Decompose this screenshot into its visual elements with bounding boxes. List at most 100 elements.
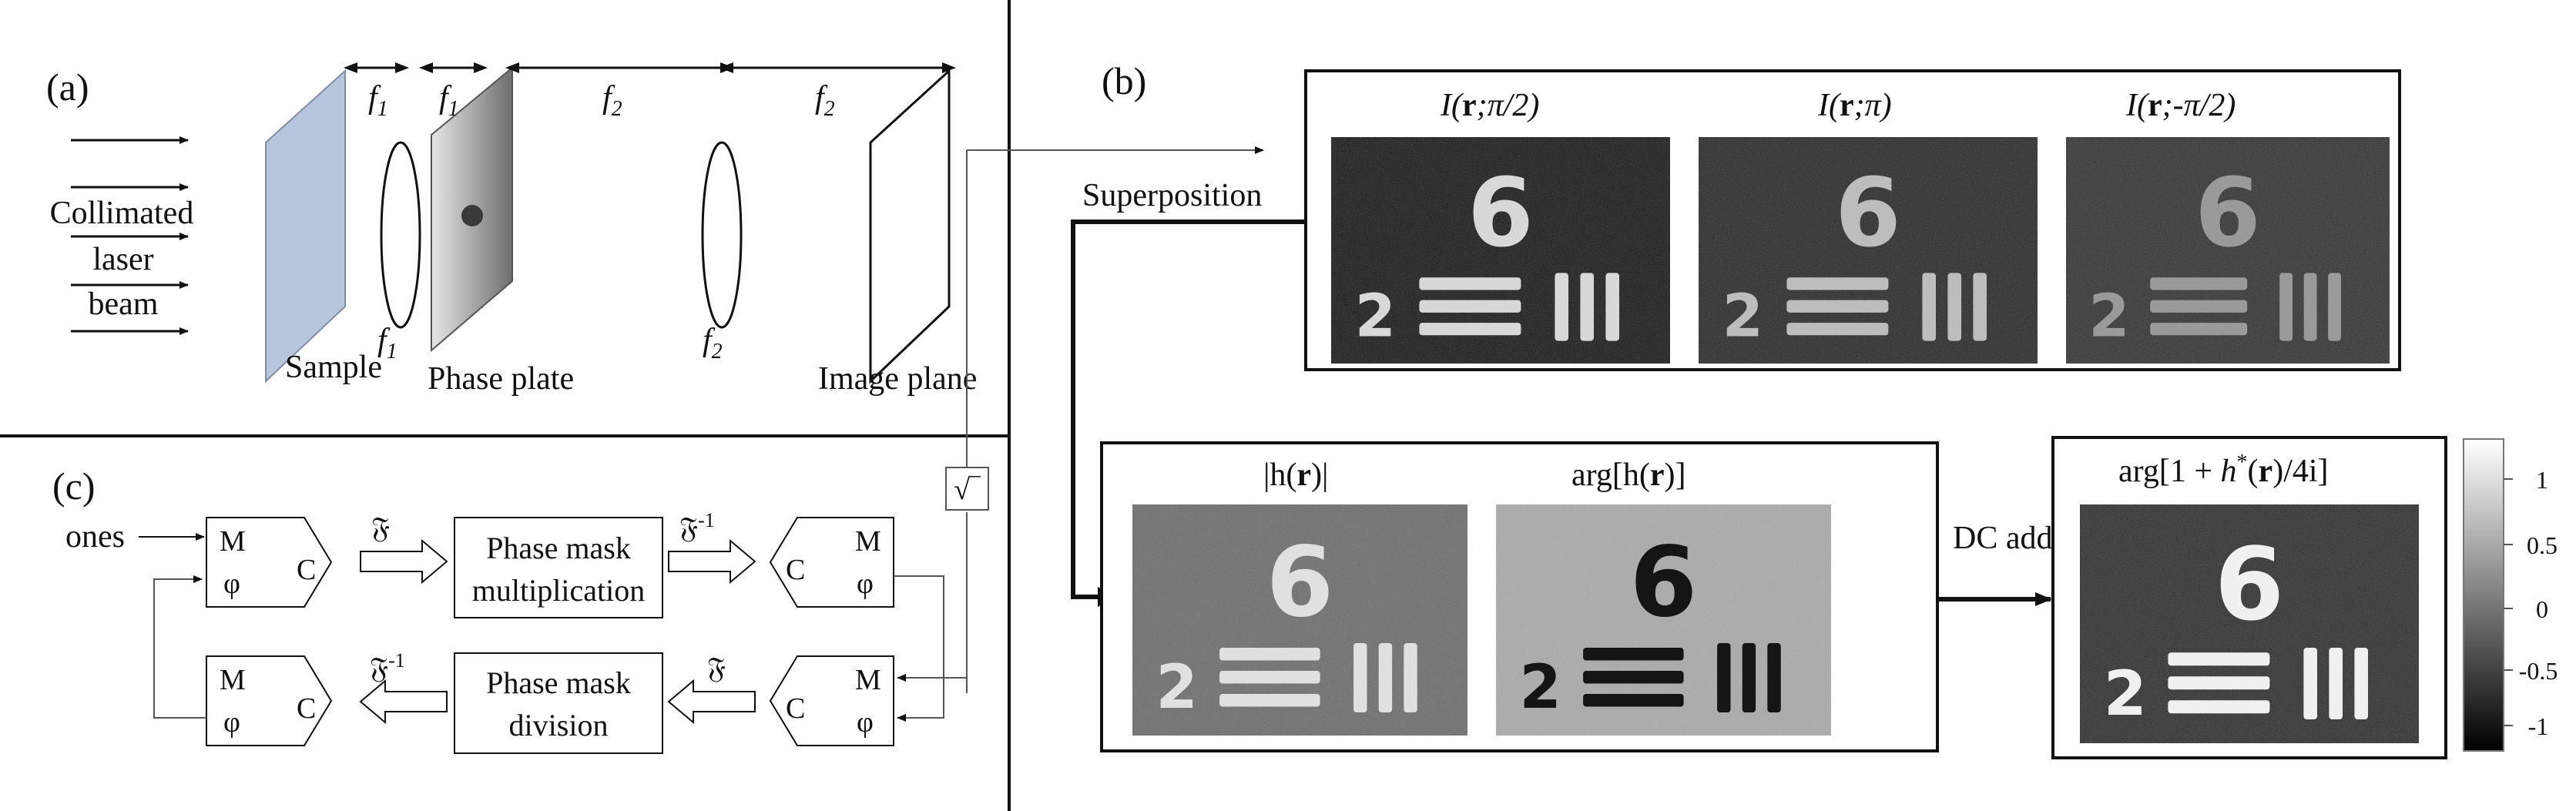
target-bar-horizontal <box>1583 694 1684 707</box>
phase-mask-div-line2: division <box>509 708 609 742</box>
image-result: 62 <box>2080 504 2419 743</box>
colorbar <box>2463 438 2504 752</box>
target-bar-vertical <box>1947 273 1961 341</box>
target-digit: 6 <box>2215 526 2285 643</box>
fourier-symbol: 𝔉 <box>707 652 726 685</box>
target-digit: 6 <box>1630 525 1698 638</box>
target-bar-vertical <box>1378 643 1393 712</box>
target-bar-vertical <box>1717 643 1731 712</box>
distance-f2-label: f2 <box>815 80 835 121</box>
inverse-fourier-arrow-2 <box>359 679 448 725</box>
target-digit-small: 2 <box>1722 283 1763 351</box>
sqrt-box <box>945 467 989 511</box>
phase-plate-label: Phase plate <box>428 361 574 397</box>
converter-c: C <box>297 554 316 586</box>
phase-mask-multiplication-box <box>454 517 663 618</box>
converter-phi: φ <box>223 706 240 739</box>
image-plane-label: Image plane <box>818 361 977 397</box>
target-bar-horizontal <box>1583 648 1684 661</box>
converter-m: M <box>855 525 881 558</box>
superposition-label: Superposition <box>1082 178 1262 213</box>
sample-plate <box>265 69 346 384</box>
distance-f2-label: f2 <box>602 80 622 121</box>
converter-complex-to-polar-1 <box>769 517 894 608</box>
target-bar-horizontal <box>1219 648 1320 661</box>
target-bar-horizontal <box>1419 323 1521 336</box>
target-bar-horizontal <box>1419 300 1521 313</box>
converter-m: M <box>220 664 246 696</box>
inverse-fourier-arrow-1 <box>668 538 756 585</box>
converter-m: M <box>220 525 246 558</box>
beam-arrows <box>71 136 189 335</box>
title-abs-h: |h(r)| <box>1263 457 1328 493</box>
target-digit: 6 <box>1835 158 1901 269</box>
target-digit-small: 2 <box>1355 283 1396 351</box>
target-bar-horizontal <box>1419 277 1521 290</box>
image-i-mpi2: 62 <box>2066 137 2390 364</box>
target-bar-vertical <box>2354 648 2368 719</box>
colorbar-tick: -1 <box>2528 712 2549 740</box>
input-label: laser <box>92 242 153 277</box>
target-digit: 6 <box>1266 525 1334 638</box>
amplitude-input-line <box>897 674 968 693</box>
target-bar-vertical <box>1605 273 1619 341</box>
target-bar-horizontal <box>2150 300 2248 313</box>
target-digit-small: 2 <box>1156 653 1197 722</box>
fourier-symbol: 𝔉 <box>371 512 390 545</box>
target-bar-horizontal <box>1786 277 1889 290</box>
colorbar-tick: 1 <box>2536 466 2548 494</box>
inverse-fourier-symbol: 𝔉-1 <box>679 509 715 545</box>
target-digit-small: 2 <box>1519 653 1561 722</box>
label-bg <box>77 289 169 321</box>
panel-b-label: (b) <box>1102 59 1146 102</box>
iteration-loop-line <box>153 575 206 719</box>
phase-mask-division-box <box>454 652 663 754</box>
title-i-mpi2: I(r;-π/2) <box>2125 88 2236 123</box>
converter-polar-to-complex-2 <box>769 655 894 746</box>
target-bar-horizontal <box>2168 700 2270 714</box>
target-digit: 6 <box>2195 158 2261 269</box>
lens-2-label: f2 <box>703 323 723 364</box>
converter-c: C <box>297 692 316 725</box>
sqrt-symbol: √‾ <box>954 474 981 506</box>
distance-f1-label: f1 <box>368 80 388 121</box>
title-i-pi2: I(r;π/2) <box>1440 88 1539 123</box>
target-bar-horizontal <box>1786 300 1889 313</box>
input-label: Collimated <box>50 196 194 231</box>
lens-2 <box>701 141 743 329</box>
target-digit-small: 2 <box>2088 283 2129 351</box>
converter-m: M <box>855 664 881 696</box>
title-i-pi: I(r;π) <box>1817 88 1892 123</box>
converter-c: C <box>786 692 805 725</box>
converter-phi: φ <box>857 706 874 739</box>
colorbar-ticks: 1 0.5 0 -0.5 -1 <box>2504 466 2558 740</box>
input-label: beam <box>89 287 159 322</box>
ones-label: ones <box>65 519 125 555</box>
target-bar-vertical <box>1922 273 1936 341</box>
phase-mask-mult-line2: multiplication <box>472 573 645 608</box>
target-bar-horizontal <box>1219 671 1320 684</box>
target-bar-horizontal <box>2168 652 2270 666</box>
lens-1-label: f1 <box>377 323 397 364</box>
fourier-arrow-1 <box>360 538 448 585</box>
lens-1 <box>380 141 421 329</box>
target-bar-horizontal <box>2150 323 2248 336</box>
converter-complex-to-polar-2 <box>206 655 333 746</box>
target-bar-horizontal <box>1219 694 1320 707</box>
title-arg-h: arg[h(r)] <box>1571 457 1685 493</box>
fourier-arrow-2 <box>667 679 756 725</box>
target-bar-vertical <box>1580 273 1594 341</box>
image-plane <box>869 68 951 384</box>
image-abs-h: 62 <box>1132 504 1467 736</box>
title-result: arg[1 + h*(r)/4i] <box>2118 451 2329 489</box>
converter-c: C <box>786 554 805 586</box>
sample-label: Sample <box>285 350 382 385</box>
converter-phi: φ <box>857 568 874 600</box>
panel-a: (a) Collimated laser beam Sample f1 Phas… <box>39 62 977 397</box>
phase-mask-mult-line1: Phase mask <box>486 531 631 565</box>
colorbar-tick: 0.5 <box>2527 531 2558 559</box>
target-bar-vertical <box>2328 273 2341 341</box>
panel-b: (b) I(r;π/2) I(r;π) I(r;-π/2) Superposit… <box>1071 59 2558 759</box>
